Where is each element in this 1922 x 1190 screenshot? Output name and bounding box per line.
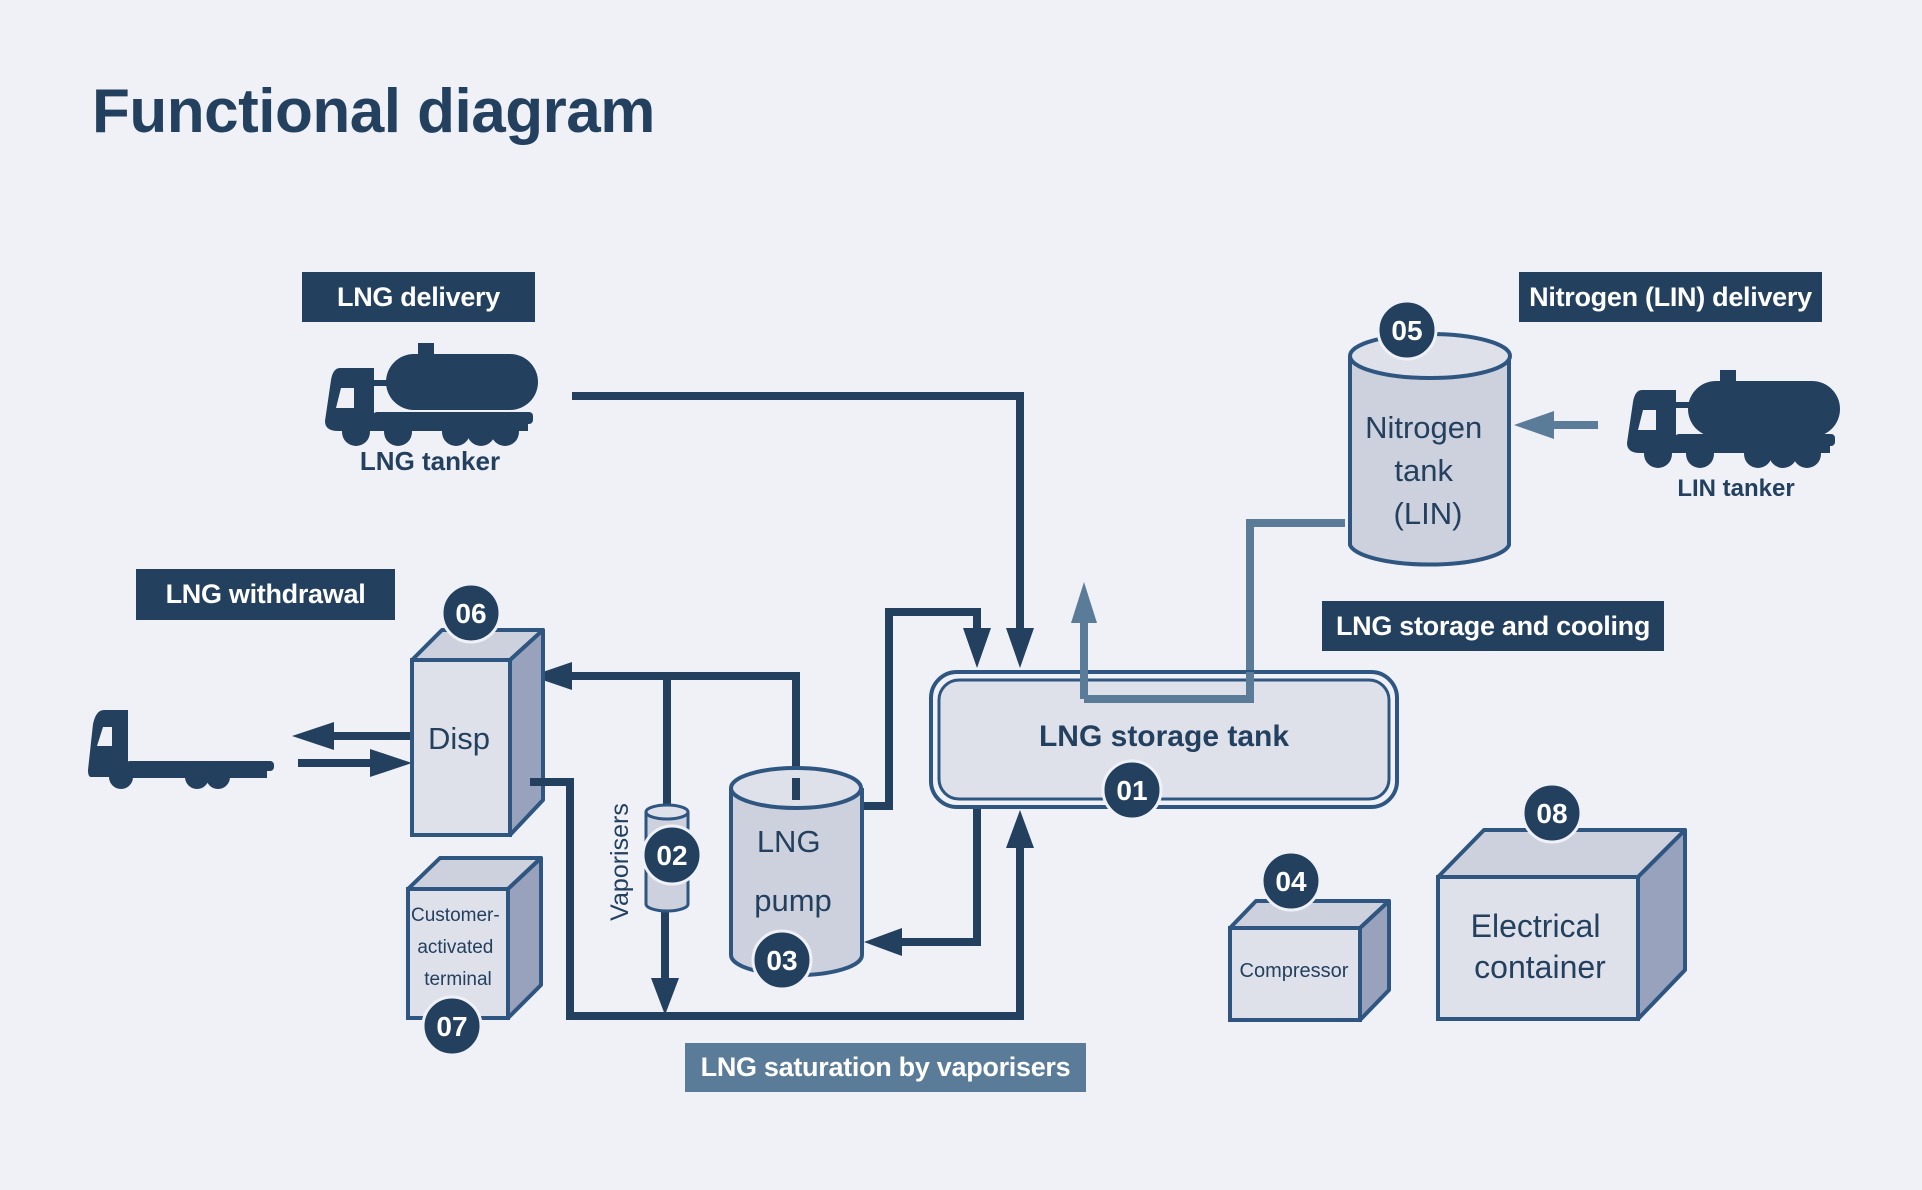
pipe-delivery-to-tank	[572, 392, 1024, 630]
arrow-head	[370, 749, 412, 777]
svg-text:06: 06	[455, 598, 486, 629]
compressor[interactable]: Compressor	[1228, 899, 1391, 1022]
arrow-head	[292, 722, 334, 750]
lng-tanker-icon	[325, 343, 538, 446]
vaporisers-label: Vaporisers	[606, 803, 634, 921]
customer-terminal[interactable]: Customer- activated terminal	[406, 856, 543, 1020]
badge-03: 03	[751, 929, 813, 991]
svg-text:02: 02	[656, 840, 687, 871]
arrow-head	[1514, 411, 1554, 439]
pipe-pump-to-dispenser	[570, 672, 800, 778]
lng-pump-label: LNG pump	[754, 824, 832, 918]
arrow-head	[531, 662, 572, 690]
electrical-container[interactable]: Electrical container	[1436, 828, 1687, 1021]
customer-truck-icon	[88, 710, 274, 789]
dispenser[interactable]: Disp	[410, 628, 545, 837]
lng-storage-tank[interactable]: LNG storage tank	[929, 620, 1399, 809]
svg-text:07: 07	[436, 1011, 467, 1042]
arrow-head	[1006, 810, 1034, 848]
nitrogen-tank-label: Nitrogen tank (LIN)	[1365, 410, 1491, 531]
lng-delivery-label: LNG delivery	[302, 272, 535, 322]
nitrogen-delivery-label: Nitrogen (LIN) delivery	[1519, 272, 1822, 322]
arrow-head	[864, 928, 902, 956]
svg-text:08: 08	[1536, 798, 1567, 829]
lng-withdrawal-label: LNG withdrawal	[136, 569, 395, 620]
svg-text:01: 01	[1116, 775, 1147, 806]
lng-tanker-label: LNG tanker	[360, 446, 500, 476]
badge-05: 05	[1376, 299, 1438, 361]
pipe-tank-to-pump	[900, 809, 981, 946]
badge-01: 01	[1101, 759, 1163, 821]
arrow-head	[651, 978, 679, 1015]
arrow-head	[963, 628, 991, 668]
page-title: Functional diagram	[92, 77, 655, 146]
dispenser-label: Disp	[428, 721, 490, 756]
badge-08: 08	[1521, 782, 1583, 844]
pipe-pump-to-tank	[862, 608, 981, 810]
nitrogen-tank[interactable]: Nitrogen tank (LIN)	[1348, 332, 1512, 567]
lng-storage-tank-label: LNG storage tank	[1039, 720, 1289, 753]
customer-terminal-label: Customer- activated terminal	[411, 905, 505, 990]
lin-tanker-label: LIN tanker	[1677, 475, 1794, 502]
badge-04: 04	[1260, 850, 1322, 912]
badge-06: 06	[440, 582, 502, 644]
lin-tanker-icon	[1627, 370, 1840, 468]
compressor-label: Compressor	[1240, 960, 1349, 982]
arrow-head	[1071, 582, 1097, 623]
badge-02: 02	[641, 824, 703, 886]
svg-text:04: 04	[1275, 866, 1307, 897]
lng-saturation-label: LNG saturation by vaporisers	[685, 1043, 1086, 1092]
arrow-head	[1006, 628, 1034, 668]
badge-07: 07	[421, 995, 483, 1057]
electrical-container-label: Electrical container	[1471, 908, 1610, 985]
svg-text:03: 03	[766, 945, 797, 976]
lng-storage-cooling-label: LNG storage and cooling	[1322, 601, 1664, 651]
svg-text:05: 05	[1391, 315, 1422, 346]
